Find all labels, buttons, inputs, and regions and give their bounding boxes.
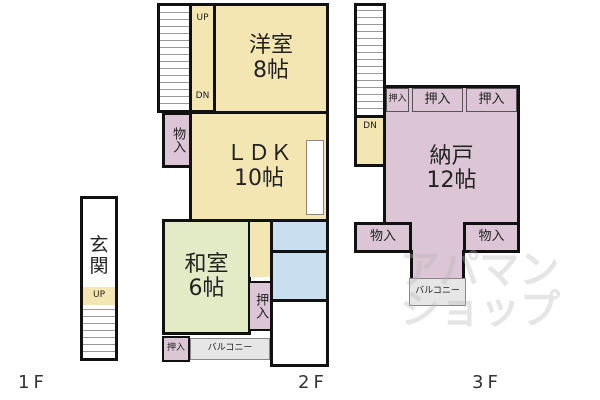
2f-storage: 物入 <box>162 112 192 168</box>
western-room-size: 8帖 <box>253 57 289 83</box>
3f-closet-3: 押入 <box>466 88 517 112</box>
ldk-room: ＬＤＫ 10帖 <box>189 111 329 222</box>
japanese-room: 和室 6帖 <box>162 219 251 335</box>
japanese-room-size: 6帖 <box>188 276 225 301</box>
storeroom-extension <box>410 250 465 280</box>
3f-storage-2: 物入 <box>463 222 520 253</box>
kitchen-counter <box>306 140 324 215</box>
2f-stairs <box>157 3 192 113</box>
2f-hall: UP DN <box>189 3 216 113</box>
storeroom-label: 納戸 <box>429 143 474 169</box>
floor-label-1f: 1F <box>18 372 48 393</box>
3f-closet-2: 押入 <box>412 88 463 112</box>
1f-stairs <box>83 306 115 358</box>
ldk-size: 10帖 <box>234 165 284 191</box>
toilet <box>270 219 329 253</box>
genkan-label: 玄関 <box>89 234 109 277</box>
storeroom-size: 12帖 <box>426 168 477 193</box>
ldk-label: ＬＤＫ <box>225 141 292 167</box>
watermark-logo: アパマンショップ <box>400 247 560 333</box>
1f-up-label: UP <box>83 287 115 305</box>
floor-label-3f: 3F <box>472 372 502 393</box>
3f-small-closet: 押入 <box>386 88 409 112</box>
bathroom <box>270 299 329 367</box>
2f-balcony: バルコニー <box>190 338 270 360</box>
2f-up-label: UP <box>196 13 209 23</box>
3f-balcony: バルコニー <box>409 278 466 306</box>
2f-closet: 押入 <box>248 281 272 331</box>
1f-entrance-area <box>80 196 118 361</box>
3f-storage-1: 物入 <box>354 222 412 253</box>
2f-corridor <box>250 222 272 277</box>
western-room-label: 洋室 <box>248 33 293 59</box>
3f-stairs <box>354 3 386 118</box>
western-room: 洋室 8帖 <box>213 3 329 114</box>
floor-label-2f: 2F <box>298 372 328 393</box>
3f-dn-label: DN <box>354 115 386 167</box>
2f-dn-label: DN <box>195 91 210 102</box>
2f-small-closet: 押入 <box>162 336 190 362</box>
washroom <box>270 250 329 302</box>
japanese-room-label: 和室 <box>184 251 229 277</box>
